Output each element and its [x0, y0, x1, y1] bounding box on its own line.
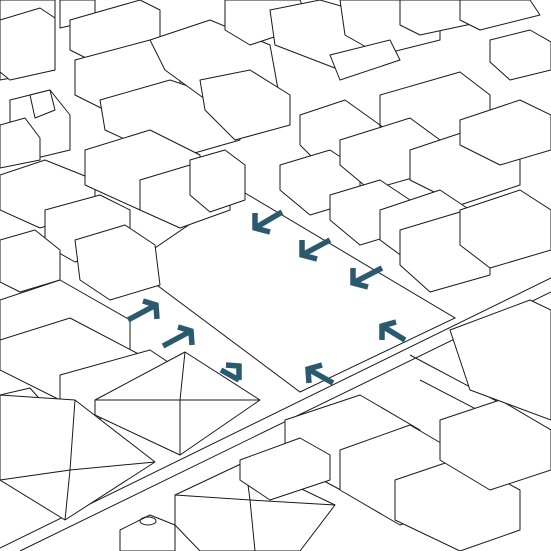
arrow-icon: [126, 298, 160, 323]
buildings-lower-left: [0, 279, 261, 521]
arrow-icon: [252, 209, 284, 235]
buildings-upper-right: [224, 0, 551, 293]
central-plaza: [129, 189, 457, 393]
arrow-icon: [299, 237, 332, 262]
arrow-down-left-3: [350, 265, 384, 290]
arrow-icon: [350, 265, 384, 290]
arrow-icon: [379, 319, 407, 343]
arrow-icon: [219, 362, 242, 383]
buildings-lower-right: [119, 299, 551, 551]
arrow-icon: [305, 362, 335, 386]
arrow-icon: [161, 324, 195, 349]
arrow-up-right-1: [126, 298, 160, 323]
flow-arrows: [126, 209, 407, 386]
arrow-down-left-1: [252, 209, 284, 235]
arrow-up-right-3: [219, 362, 242, 383]
arrow-up-right-2: [161, 324, 195, 349]
arrow-down-left-2: [299, 237, 332, 262]
arrow-up-left-2: [305, 362, 335, 386]
arrow-up-left-1: [379, 319, 407, 343]
buildings-upper-left: [0, 0, 291, 301]
